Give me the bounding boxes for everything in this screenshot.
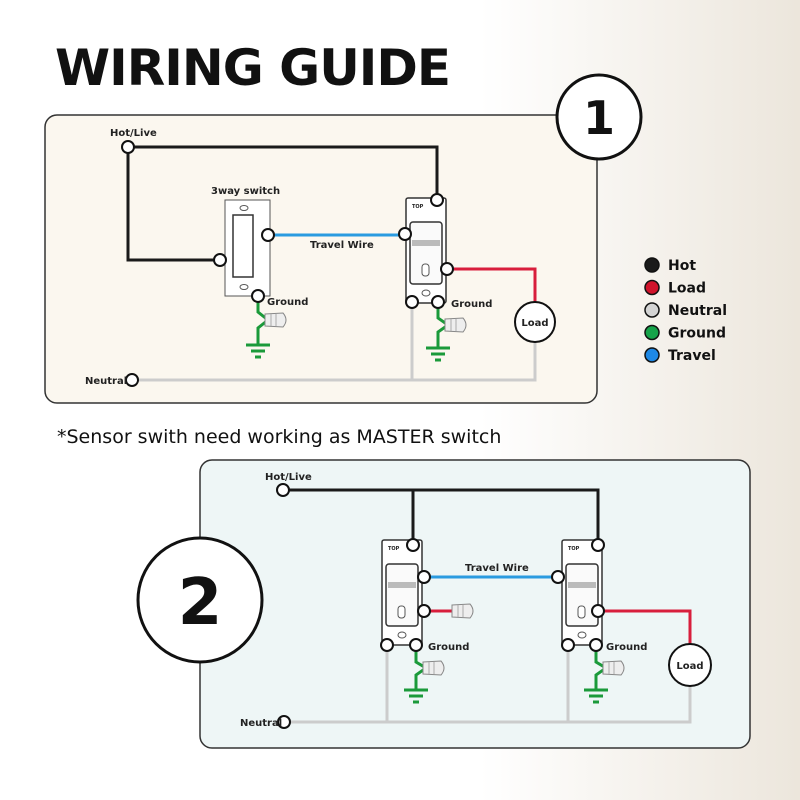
ground-label: Ground: [606, 642, 647, 653]
legend-label: Neutral: [668, 303, 727, 319]
legend-swatch: [644, 324, 660, 341]
legend-label: Load: [668, 281, 706, 297]
legend-item-ground: Ground: [644, 324, 726, 342]
sensor-switch-b: [561, 539, 603, 646]
legend-swatch: [644, 257, 660, 273]
legend-label: Ground: [668, 326, 726, 342]
legend-swatch: [644, 347, 660, 363]
svg-text:2: 2: [178, 566, 223, 640]
legend-label: Hot: [668, 258, 696, 274]
legend-label: Travel: [668, 348, 716, 364]
step-badge-1: 1: [555, 73, 643, 161]
diagram-2: Hot/Live Travel Wire Ground Ground Load …: [199, 459, 751, 749]
legend-item-load: Load: [644, 279, 706, 297]
legend-item-neutral: Neutral: [644, 302, 727, 319]
sensor-switch-a: [381, 539, 423, 646]
sensor-switch: [405, 197, 447, 304]
legend-item-hot: Hot: [644, 257, 696, 274]
svg-text:1: 1: [583, 91, 615, 145]
page-title: WIRING GUIDE: [55, 39, 450, 97]
legend-item-travel: Travel: [644, 347, 716, 364]
ground-label: Ground: [428, 642, 469, 653]
load-1: [514, 301, 556, 343]
load-label: Load: [676, 661, 703, 672]
step-badge-2: 2: [136, 536, 264, 664]
note: *Sensor swith need working as MASTER swi…: [57, 426, 501, 448]
neutral-label: Neutral: [240, 718, 282, 729]
load-2: [668, 643, 712, 687]
legend-swatch: [644, 279, 660, 296]
ground-label: Ground: [451, 299, 492, 310]
diagram-1: Hot/Live 3way switch Travel Wire Ground …: [44, 114, 598, 404]
travel-label: Travel Wire: [310, 240, 374, 251]
hot-label: Hot/Live: [265, 472, 312, 483]
load-label: Load: [521, 318, 548, 329]
neutral-label: Neutral: [85, 376, 127, 387]
legend-swatch: [644, 302, 660, 318]
travel-label: Travel Wire: [465, 563, 529, 574]
ground-label: Ground: [267, 297, 308, 308]
hot-label: Hot/Live: [110, 128, 157, 139]
three-way-switch: [224, 199, 271, 297]
switch-label: 3way switch: [211, 186, 280, 197]
